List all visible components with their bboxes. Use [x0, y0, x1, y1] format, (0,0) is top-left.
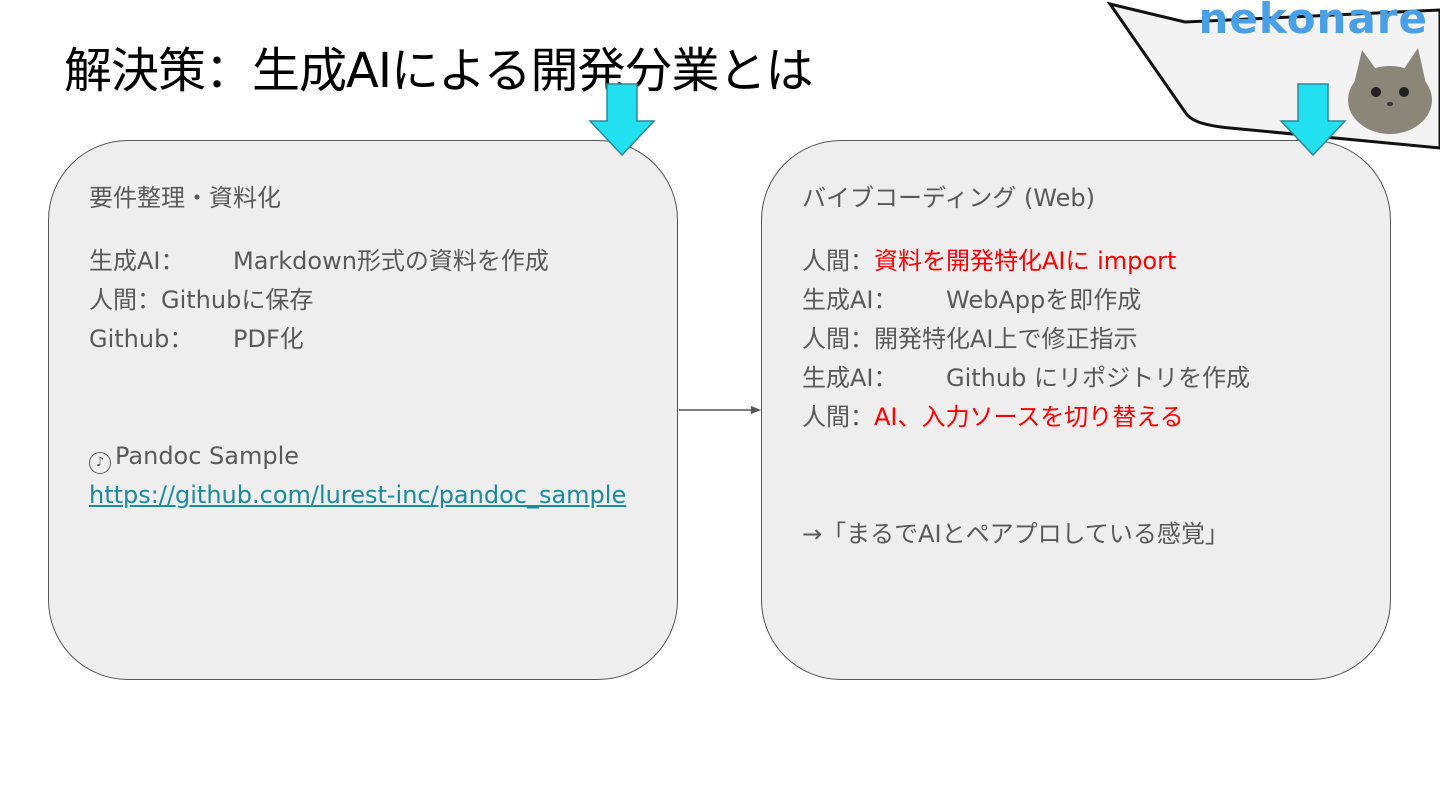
requirements-row: 人間：Githubに保存	[89, 281, 657, 320]
requirements-card: 要件整理・資料化 生成AI：Markdown形式の資料を作成 人間：Github…	[48, 140, 678, 680]
music-note-icon: ♪	[89, 452, 111, 474]
row-text: Markdown形式の資料を作成	[233, 247, 549, 275]
row-role: Github：	[89, 325, 194, 353]
requirements-card-heading: 要件整理・資料化	[89, 184, 281, 212]
pandoc-sample-label: ♪Pandoc Sample	[89, 437, 657, 476]
row-role: 生成AI：	[89, 247, 185, 275]
row-text: Githubに保存	[161, 286, 314, 314]
sample-label-text: Pandoc Sample	[115, 442, 300, 470]
row-text: PDF化	[233, 325, 304, 353]
requirements-row: Github： PDF化	[89, 320, 657, 359]
pandoc-sample-link[interactable]: https://github.com/lurest-inc/pandoc_sam…	[89, 481, 627, 509]
requirements-card-body: 要件整理・資料化 生成AI：Markdown形式の資料を作成 人間：Github…	[89, 179, 657, 515]
row-text: Github にリポジトリを作成	[946, 364, 1250, 392]
vibe-coding-row: 生成AI： WebAppを即作成	[802, 281, 1370, 320]
row-text: 開発特化AI上で修正指示	[874, 325, 1138, 353]
vibe-coding-row: 生成AI： Github にリポジトリを作成	[802, 359, 1370, 398]
down-arrow-icon	[1279, 83, 1347, 157]
vibe-coding-card-body: バイブコーディング (Web) 人間：資料を開発特化AIに import 生成A…	[802, 179, 1370, 554]
brand-logo-text: nekonare	[1198, 0, 1428, 43]
brand-logo	[1106, 1, 1440, 150]
row-role: 人間：	[89, 286, 161, 314]
slide-title: 解決策：生成AIによる開発分業とは	[64, 43, 814, 99]
row-text: WebAppを即作成	[946, 286, 1142, 314]
vibe-coding-card-heading: バイブコーディング (Web)	[802, 184, 1095, 212]
vibe-coding-row: 人間：AI、入力ソースを切り替える	[802, 398, 1370, 437]
requirements-row: 生成AI： Markdown形式の資料を作成	[89, 242, 657, 281]
summary-text: →「まるでAIとペアプロしている感覚」	[802, 520, 1229, 548]
vibe-coding-row: 人間：資料を開発特化AIに import	[802, 242, 1370, 281]
vibe-coding-row: 人間：開発特化AI上で修正指示	[802, 320, 1370, 359]
down-arrow-icon	[588, 83, 656, 157]
vibe-coding-card: バイブコーディング (Web) 人間：資料を開発特化AIに import 生成A…	[761, 140, 1391, 680]
row-role: 生成AI：	[802, 286, 898, 314]
row-role: 生成AI：	[802, 364, 898, 392]
row-text: 資料を開発特化AIに import	[874, 247, 1177, 275]
cat-icon	[1348, 48, 1432, 134]
row-role: 人間：	[802, 325, 874, 353]
row-text: AI、入力ソースを切り替える	[874, 403, 1184, 431]
row-role: 人間：	[802, 247, 874, 275]
row-role: 人間：	[802, 403, 874, 431]
